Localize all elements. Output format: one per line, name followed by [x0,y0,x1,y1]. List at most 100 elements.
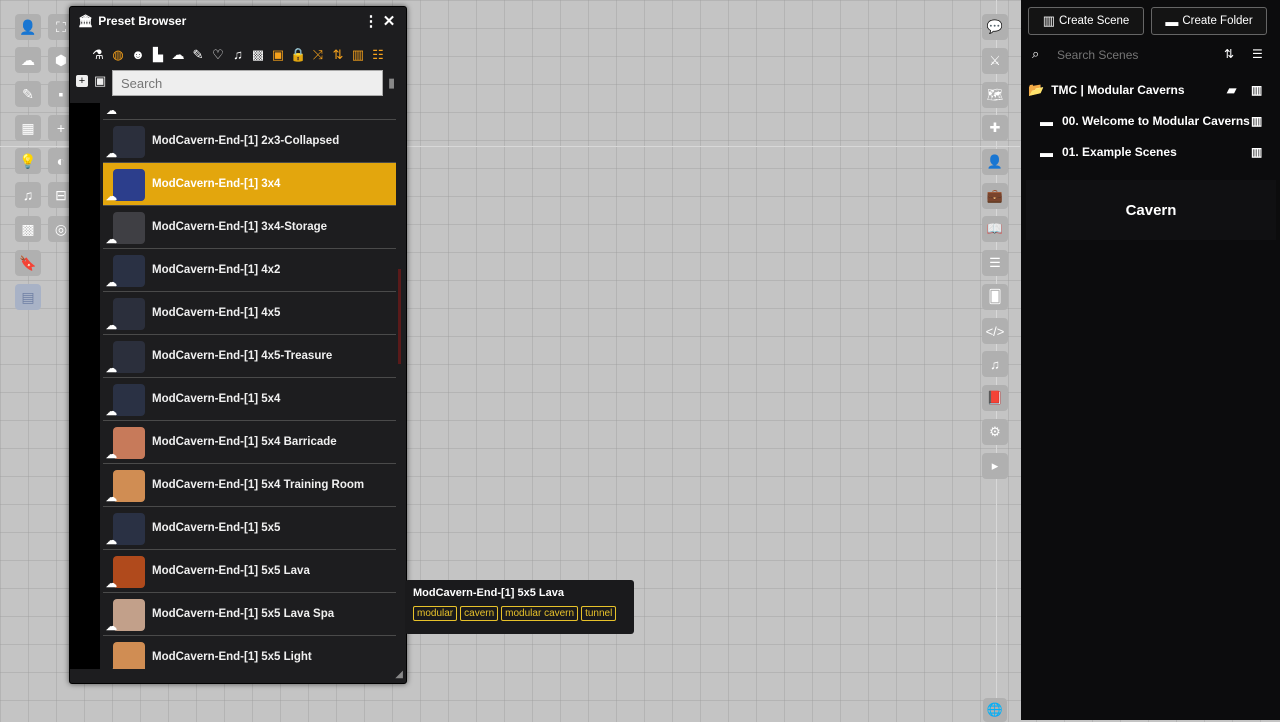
compendium-tab-icon[interactable]: 📕 [982,385,1008,411]
tiles-highlight-icon[interactable]: ▤ [15,284,41,310]
sort-icon[interactable]: ⇅ [1224,47,1235,61]
create-entry-icon[interactable]: ▥ [1251,83,1263,97]
preset-thumbnail [113,556,145,588]
folder-row-tmc[interactable]: 📂 TMC | Modular Caverns ▰ ▥ [1021,77,1280,103]
cloud-icon: ☁ [106,621,117,633]
drawing-tool-icon[interactable]: ✎ [15,81,41,107]
preset-thumbnail [113,341,145,373]
cloud-icon: ☁ [106,363,117,375]
swap-icon[interactable]: ⇅ [332,47,344,62]
boot-icon[interactable]: ▙ [153,47,163,62]
folder-row-welcome[interactable]: ▬ 00. Welcome to Modular Caverns ▥ [1021,108,1280,134]
collapse-sidebar-icon[interactable]: ▸ [982,453,1008,479]
music-icon[interactable]: ♫ [233,47,243,62]
resize-handle-icon[interactable]: ◢ [395,669,403,680]
cloud-icon[interactable]: ☁ [171,47,185,62]
list-item[interactable]: ☁ ModCavern-End-[1] 5x5 Lava Spa [103,593,396,636]
list-scrollbar[interactable] [398,269,401,364]
bookmark-icon[interactable]: ▮ [388,75,396,90]
cloud-icon: ☁ [106,234,117,246]
token-controls-icon[interactable]: 👤 [15,14,41,40]
list-item[interactable]: ☁ ModCavern-End-[1] 5x4 [103,378,396,421]
grid-icon[interactable]: ▩ [251,47,265,62]
playlists-tab-icon[interactable]: ♫ [982,351,1008,377]
flask-icon[interactable]: ⚗ [92,47,104,62]
collapse-folders-icon[interactable]: ☰ [1252,47,1263,61]
create-scene-label: Create Scene [1058,15,1130,27]
cloud-icon: ☁ [106,406,117,418]
list-item[interactable]: ☁ ModCavern-End-[1] 5x4 Training Room [103,464,396,507]
close-icon[interactable]: ✕ [382,13,396,30]
preset-search-input[interactable] [112,70,383,96]
items-tab-icon[interactable]: 💼 [982,183,1008,209]
list-item[interactable]: ☁ [103,103,396,120]
settings-tab-icon[interactable]: ⚙ [982,419,1008,445]
tables-tab-icon[interactable]: ☰ [982,250,1008,276]
preset-thumbnail [113,599,145,631]
scenes-tab-icon[interactable]: 🗺 [982,82,1008,108]
shuffle-icon[interactable]: ⤨ [312,47,324,62]
lock-icon[interactable]: 🔒 [290,47,307,62]
scroll-icon[interactable]: ☷ [372,47,384,62]
list-item[interactable]: ☁ ModCavern-End-[1] 2x3-Collapsed [103,120,396,163]
create-folder-button[interactable]: ▬ Create Folder [1151,7,1267,35]
list-item[interactable]: ☁ ModCavern-End-[1] 4x5-Treasure [103,335,396,378]
create-scene-button[interactable]: ▥ Create Scene [1028,7,1144,35]
folder-icon[interactable]: ▣ [94,73,107,88]
menu-icon[interactable]: ⋮ [363,13,379,30]
create-entry-icon[interactable]: ▥ [1251,145,1263,159]
cards-tab-icon[interactable]: 🂠 [982,284,1008,310]
list-item-selected[interactable]: ☁ ModCavern-End-[1] 3x4 [103,163,396,206]
tooltip-tags: modular cavern modular cavern tunnel [413,606,626,621]
tag-badge: modular [413,606,458,621]
create-folder-label: Create Folder [1182,15,1253,27]
pencil-icon[interactable]: ✎ [192,47,204,62]
lightbulb-icon[interactable]: ♡ [212,47,224,62]
list-item[interactable]: ☁ ModCavern-End-[1] 4x5 [103,292,396,335]
list-item[interactable]: ☁ ModCavern-End-[1] 3x4-Storage [103,206,396,249]
preset-name: ModCavern-End-[1] 5x5 [152,522,281,534]
cloud-icon: ☁ [106,148,117,160]
globe-icon[interactable]: ◍ [112,47,124,62]
list-item[interactable]: ☁ ModCavern-End-[1] 5x5 [103,507,396,550]
chat-tab-icon[interactable]: 💬 [982,14,1008,40]
preset-thumbnail [113,169,145,201]
sound-tool-icon[interactable]: ♫ [15,182,41,208]
scene-card-cavern[interactable]: Cavern [1026,180,1276,240]
preset-name: ModCavern-End-[1] 5x5 Lava Spa [152,608,335,620]
notes-tool-icon[interactable]: 🔖 [15,250,41,276]
folder-row-example[interactable]: ▬ 01. Example Scenes ▥ [1021,139,1280,165]
tile-controls-icon[interactable]: ☁ [15,47,41,73]
face-icon[interactable]: ☻ [131,47,145,62]
preset-browser-header[interactable]: 🏛 Preset Browser ⋮ ✕ [70,7,406,35]
macros-tab-icon[interactable]: </> [982,318,1008,344]
preset-thumbnail [113,126,145,158]
folder-label: 00. Welcome to Modular Caverns [1062,114,1250,128]
users-tab-icon[interactable]: 👤 [982,149,1008,175]
preset-thumbnail [113,212,145,244]
preset-thumbnail [113,255,145,287]
preset-name: ModCavern-End-[1] 4x5-Treasure [152,350,333,362]
globe-icon[interactable]: 🌐 [983,698,1007,722]
scenes-sidebar: ▥ Create Scene ▬ Create Folder ⌕ ⇅ ☰ 📂 T… [1021,0,1280,720]
list-item[interactable]: ☁ ModCavern-End-[1] 5x4 Barricade [103,421,396,464]
actors-tab-icon[interactable]: ✚ [982,115,1008,141]
create-subfolder-icon[interactable]: ▰ [1227,83,1237,97]
add-preset-icon[interactable]: + [76,75,88,87]
preset-name: ModCavern-End-[1] 5x4 [152,393,281,405]
folder-open-icon: 📂 [1028,82,1045,97]
scene-search-input[interactable] [1055,44,1209,66]
combat-tab-icon[interactable]: ⚔ [982,48,1008,74]
list-item[interactable]: ☁ ModCavern-End-[1] 5x5 Lava [103,550,396,593]
list-item[interactable]: ☁ ModCavern-End-[1] 4x2 [103,249,396,292]
create-entry-icon[interactable]: ▥ [1251,114,1263,128]
scene-search-row: ⌕ ⇅ ☰ [1021,42,1280,66]
journal-tab-icon[interactable]: 📖 [982,216,1008,242]
chest-icon[interactable]: ▣ [271,47,285,62]
preset-name: ModCavern-End-[1] 3x4-Storage [152,221,328,233]
lighting-tool-icon[interactable]: 💡 [15,148,41,174]
walls-tool-icon[interactable]: ▦ [15,115,41,141]
list-item[interactable]: ☁ ModCavern-End-[1] 5x5 Light [103,636,396,669]
grid-tool-icon[interactable]: ▩ [15,216,41,242]
book-icon[interactable]: ▥ [351,47,365,62]
